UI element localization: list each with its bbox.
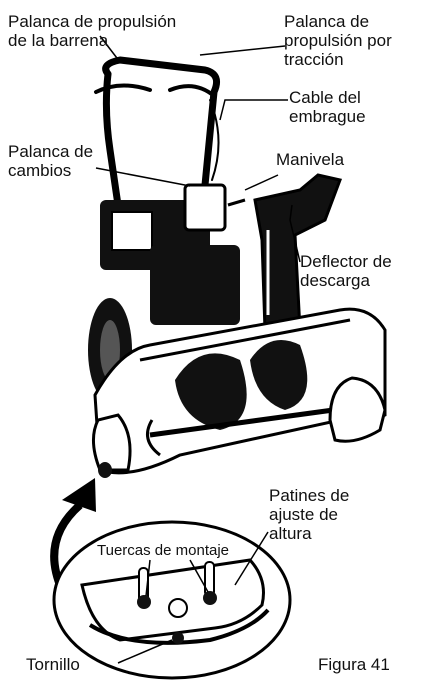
crank-label: Manivela	[276, 150, 345, 169]
handle-icon	[102, 56, 220, 189]
traction-lever-label: Palanca de propulsión por tracción	[284, 12, 392, 69]
traction-lever-icon	[168, 84, 216, 98]
skid-shoes-label: Patines de ajuste de altura	[269, 486, 350, 543]
mounting-nut-icon	[137, 595, 151, 609]
auger-lever-label: Palanca de propulsión de la barrena	[8, 12, 177, 50]
discharge-deflector-label: Deflector de descarga	[300, 252, 392, 290]
auger-lever-leader	[99, 35, 121, 63]
crank-icon	[227, 198, 246, 207]
bolt-label: Tornillo	[26, 655, 80, 674]
crank-leader	[244, 174, 279, 191]
mounting-nuts-leader-b	[189, 559, 209, 593]
shift-lever-leader	[95, 167, 191, 187]
figure-caption: Figura 41	[318, 655, 390, 674]
skid-shoes-leader	[234, 531, 269, 586]
mounting-nuts-label: Tuercas de montaje	[97, 542, 230, 559]
auger-lever-icon	[94, 83, 152, 94]
discharge-chute-icon	[253, 173, 343, 332]
discharge-deflector-leader	[289, 204, 301, 263]
mounting-nuts-leader-a	[145, 559, 151, 597]
bolt-leader	[117, 639, 173, 664]
mounting-nut-icon	[203, 591, 217, 605]
bolt-icon	[172, 632, 184, 644]
engine-icon	[100, 183, 240, 325]
skid-shoe-closeup-icon	[52, 520, 292, 680]
auger-housing-icon	[92, 307, 387, 478]
traction-lever-leader	[199, 45, 286, 56]
shift-lever-label: Palanca de cambios	[8, 142, 94, 180]
clutch-cable-leader	[219, 99, 288, 121]
clutch-cable-label: Cable del embrague	[289, 88, 366, 126]
